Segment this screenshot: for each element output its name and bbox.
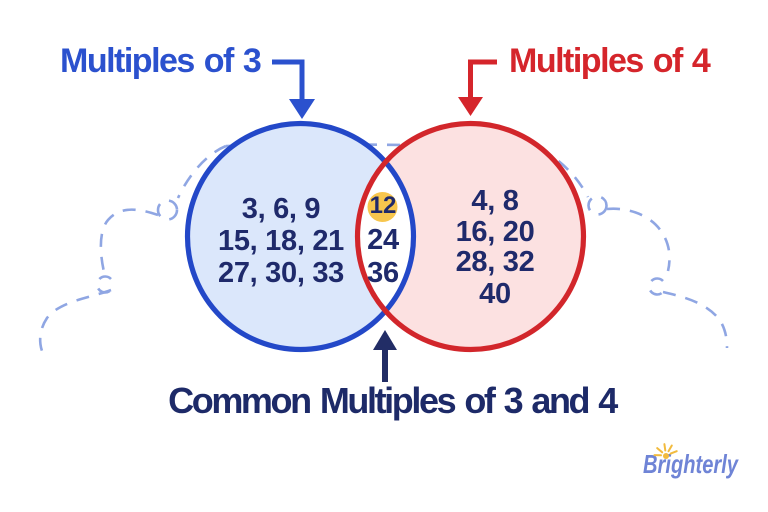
svg-text:Common Multiples of 3 and 4: Common Multiples of 3 and 4	[168, 380, 618, 421]
svg-text:24: 24	[367, 224, 399, 256]
svg-text:36: 36	[367, 257, 399, 289]
svg-text:16, 20: 16, 20	[456, 216, 535, 248]
svg-text:15, 18, 21: 15, 18, 21	[218, 225, 344, 257]
svg-text:3, 6, 9: 3, 6, 9	[242, 193, 321, 225]
svg-text:40: 40	[479, 278, 511, 310]
svg-text:Brighterly: Brighterly	[643, 449, 739, 479]
svg-text:4, 8: 4, 8	[471, 185, 518, 217]
svg-text:Multiples of 3: Multiples of 3	[60, 42, 261, 80]
svg-text:Multiples of 4: Multiples of 4	[509, 42, 711, 80]
svg-text:28, 32: 28, 32	[456, 246, 535, 278]
svg-text:27, 30, 33: 27, 30, 33	[218, 257, 344, 289]
svg-text:12: 12	[370, 192, 397, 219]
